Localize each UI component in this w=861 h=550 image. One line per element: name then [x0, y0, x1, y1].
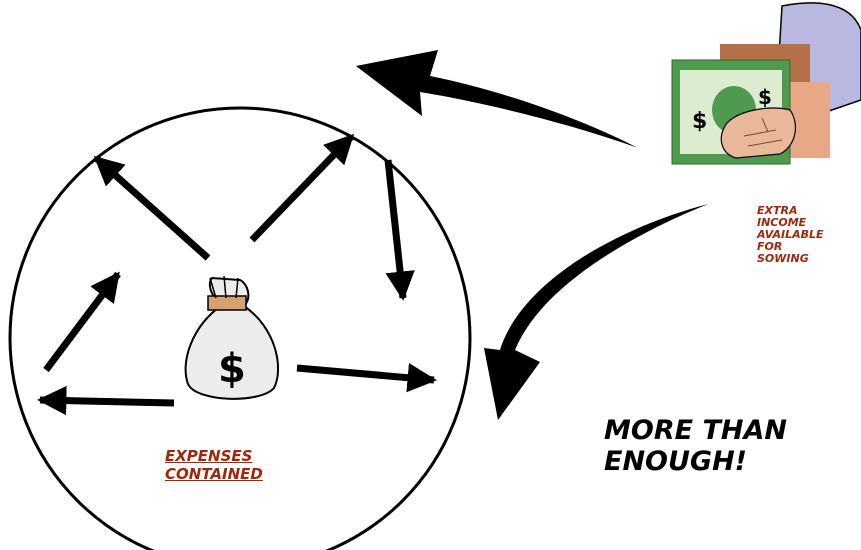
- headline-line: ENOUGH!: [604, 446, 747, 477]
- arrow-right: [296, 363, 437, 393]
- extra-income-line: EXTRA: [757, 204, 798, 217]
- expenses-line: EXPENSES: [165, 447, 253, 465]
- arrow-upper-right: [249, 133, 355, 243]
- arrow-right-down: [384, 159, 415, 301]
- extra-income-line: INCOME: [757, 216, 807, 229]
- dollar-bills-hand-icon: $ $: [671, 2, 861, 165]
- expenses-line: CONTAINED: [165, 465, 263, 483]
- more-than-enough-headline: MORE THAN ENOUGH!: [604, 415, 787, 477]
- extra-income-line: AVAILABLE: [757, 228, 824, 241]
- expense-circle: [8, 106, 472, 550]
- money-bag-symbol: $: [218, 346, 246, 392]
- extra-income-line: FOR: [757, 240, 783, 253]
- headline-line: MORE THAN: [604, 415, 787, 446]
- bill-symbol-right: $: [758, 85, 772, 109]
- money-bag-icon: $: [184, 275, 280, 400]
- extra-income-line: SOWING: [757, 252, 809, 265]
- arrow-left-up: [43, 271, 121, 373]
- arrow-upper-left: [93, 155, 211, 261]
- bill-symbol-left: $: [692, 109, 707, 134]
- arrow-left: [37, 385, 175, 416]
- arrow-extra-income-to-circle: [356, 50, 638, 148]
- arrow-sowing-to-circle: [484, 204, 708, 420]
- expenses-contained-label: EXPENSES CONTAINED: [165, 447, 263, 483]
- extra-income-label: EXTRA INCOME AVAILABLE FOR SOWING: [757, 205, 824, 265]
